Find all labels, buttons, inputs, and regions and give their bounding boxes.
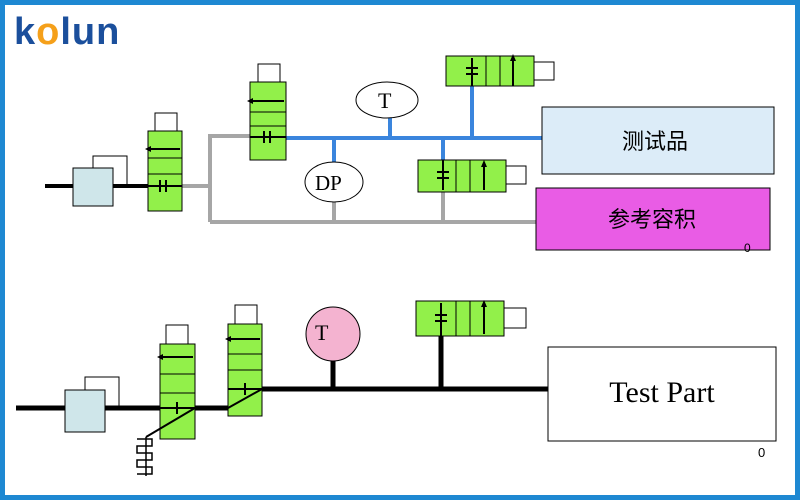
- upper-test-part-box: 测试品: [541, 106, 775, 175]
- upper-gauge-dp-label: DP: [315, 171, 342, 195]
- lower-valve-c: [415, 300, 527, 337]
- lower-valve-b: [225, 304, 263, 417]
- upper-valve-4: [417, 159, 527, 193]
- upper-test-part-label: 测试品: [622, 129, 688, 154]
- lower-valve-a: [145, 324, 196, 440]
- upper-valve-3: [445, 54, 555, 87]
- upper-temperature-gauge: T: [355, 81, 419, 119]
- upper-reference-volume-box: 参考容积 0: [535, 187, 771, 255]
- kolun-logo: kolun: [14, 12, 120, 52]
- lower-gauge-t-label: T: [315, 320, 329, 345]
- upper-blue-pipes: [286, 86, 542, 166]
- upper-reference-volume-label: 参考容积: [608, 207, 696, 232]
- upper-gauge-t-label: T: [378, 88, 392, 113]
- logo-letter-o: o: [36, 11, 61, 53]
- lower-exhaust-muffler: [136, 437, 153, 476]
- upper-regulator: [72, 155, 128, 207]
- upper-valve-1: [145, 112, 183, 212]
- upper-corner-label: 0: [744, 241, 751, 255]
- lower-temperature-gauge: T: [305, 306, 361, 362]
- lower-regulator: [64, 376, 120, 433]
- upper-gray-pipes: [182, 134, 536, 224]
- lower-diagram: T Test Part 0: [16, 300, 777, 476]
- logo-letter-k: k: [14, 11, 37, 53]
- lower-test-part-label: Test Part: [609, 376, 715, 409]
- upper-differential-pressure-gauge: DP: [304, 161, 364, 203]
- lower-test-part-box: Test Part 0: [547, 346, 777, 460]
- upper-diagram: T DP 测试品 参考容积 0: [45, 54, 775, 255]
- upper-valve-2: [247, 63, 287, 161]
- lower-corner-label: 0: [758, 445, 765, 460]
- logo-letters-lun: lun: [60, 11, 121, 53]
